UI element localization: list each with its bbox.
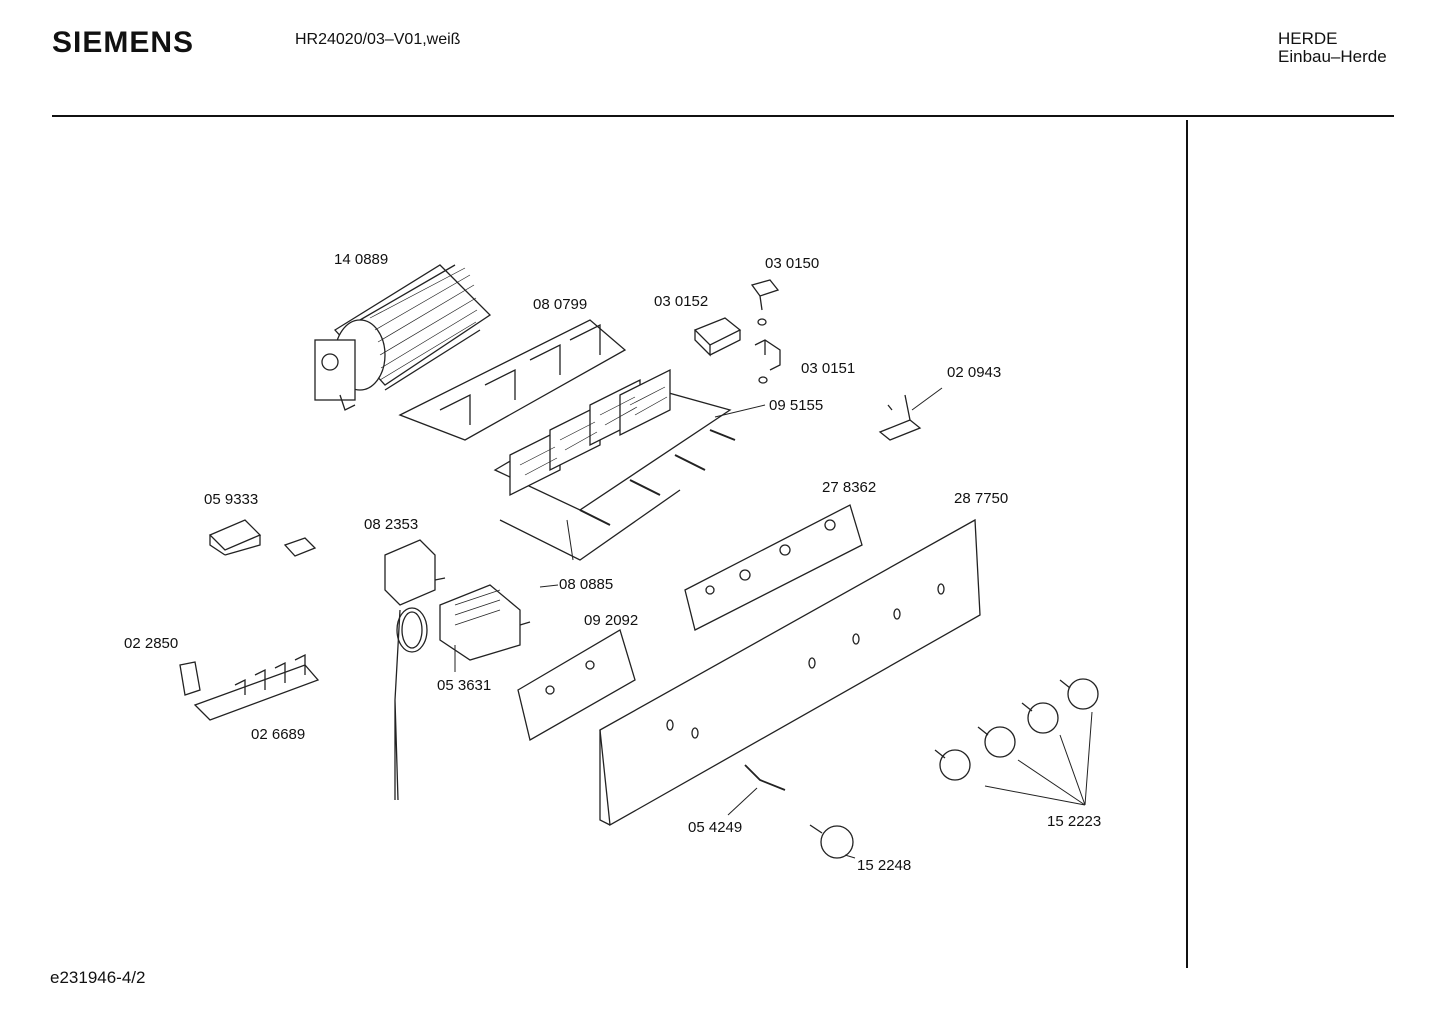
model-number: HR24020/03–V01,weiß	[295, 31, 461, 48]
part-label-030152: 03 0152	[654, 293, 709, 310]
leader-lines	[454, 387, 1093, 859]
part-label-026689: 02 6689	[251, 726, 306, 743]
thermostat-drawing	[384, 539, 446, 801]
cover-plate-drawing	[398, 319, 627, 441]
part-label-152223: 15 2223	[1047, 813, 1102, 830]
part-label-080885: 08 0885	[559, 576, 614, 593]
category: HERDE Einbau–Herde	[1278, 30, 1387, 66]
selector-switch-drawing	[439, 584, 531, 661]
part-label-278362: 27 8362	[822, 479, 877, 496]
header-divider	[52, 115, 1394, 117]
part-label-030150: 03 0150	[765, 255, 820, 272]
part-label-030151: 03 0151	[801, 360, 856, 377]
fan-motor-drawing	[314, 264, 492, 411]
switch-030150-drawing	[750, 279, 781, 384]
part-059333-drawing	[208, 519, 317, 557]
bracket-092092-drawing	[517, 629, 636, 741]
part-label-020943: 02 0943	[947, 364, 1002, 381]
lamp-drawing	[744, 764, 786, 791]
control-panel-drawing	[599, 518, 981, 827]
part-label-053631: 05 3631	[437, 677, 492, 694]
part-label-092092: 09 2092	[584, 612, 639, 629]
part-label-054249: 05 4249	[688, 819, 743, 836]
knob-152248-drawing	[809, 824, 854, 859]
knobs-152223-drawing	[934, 678, 1099, 781]
part-label-022850: 02 2850	[124, 635, 179, 652]
bracket-278362-drawing	[684, 504, 863, 631]
document-id: e231946‑4/2	[50, 968, 146, 987]
category-line-2: Einbau–Herde	[1278, 47, 1387, 66]
brand-logo: SIEMENS	[52, 26, 195, 59]
side-divider	[1186, 120, 1188, 968]
part-label-140889: 14 0889	[334, 251, 389, 268]
part-label-287750: 28 7750	[954, 490, 1009, 507]
part-label-080799: 08 0799	[533, 296, 588, 313]
switch-030152-drawing	[693, 317, 742, 357]
part-label-095155: 09 5155	[769, 397, 824, 414]
part-label-082353: 08 2353	[364, 516, 419, 533]
part-label-059333: 05 9333	[204, 491, 259, 508]
part-label-152248: 15 2248	[857, 857, 912, 874]
category-line-1: HERDE	[1278, 29, 1338, 48]
switch-blocks-drawing	[493, 368, 736, 561]
switch-020943-drawing	[878, 394, 922, 441]
terminal-block-drawing	[179, 653, 320, 721]
